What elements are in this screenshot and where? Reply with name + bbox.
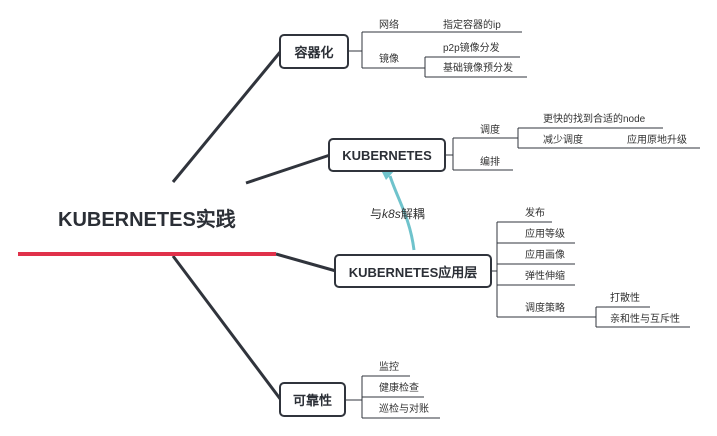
relationship-label-prefix: 与 xyxy=(370,207,383,221)
root-title: KUBERNETES实践 xyxy=(58,209,236,231)
branch-app-layer[interactable]: KUBERNETES应用层 xyxy=(334,254,492,288)
node-scheduling[interactable]: 调度 xyxy=(480,125,500,136)
node-assign-container-ip[interactable]: 指定容器的ip xyxy=(443,20,501,31)
node-health-check[interactable]: 健康检查 xyxy=(379,383,419,394)
connector-root-reliability xyxy=(171,255,283,401)
relationship-arrowhead xyxy=(381,170,395,180)
node-spread[interactable]: 打散性 xyxy=(610,293,640,304)
relationship-label[interactable]: 与k8s解耦 xyxy=(370,205,425,222)
connector-root-kubernetes xyxy=(245,153,331,185)
root-underline xyxy=(18,252,276,256)
node-app-level[interactable]: 应用等级 xyxy=(525,229,565,240)
node-app-profile[interactable]: 应用画像 xyxy=(525,250,565,261)
node-base-image-predistribution[interactable]: 基础镜像预分发 xyxy=(443,63,513,74)
node-monitoring[interactable]: 监控 xyxy=(379,362,399,373)
relationship-curve xyxy=(388,175,416,251)
relationship-label-em: k8s xyxy=(382,207,401,221)
node-reduce-scheduling[interactable]: 减少调度 xyxy=(543,135,583,146)
branch-containerization[interactable]: 容器化 xyxy=(279,34,349,69)
node-find-node-faster[interactable]: 更快的找到合适的node xyxy=(543,114,646,125)
node-inspection-reconciliation[interactable]: 巡检与对账 xyxy=(379,404,429,415)
relationship-label-suffix: 解耦 xyxy=(400,207,425,221)
node-image[interactable]: 镜像 xyxy=(379,54,399,65)
connector-root-app-layer xyxy=(275,252,337,273)
kubernetes-lines xyxy=(446,127,700,171)
node-orchestration[interactable]: 编排 xyxy=(480,157,500,168)
containerization-lines xyxy=(349,31,527,78)
app-layer-lines xyxy=(492,221,690,328)
node-network[interactable]: 网络 xyxy=(379,20,399,31)
node-p2p-image-distribution[interactable]: p2p镜像分发 xyxy=(443,43,500,54)
branch-reliability[interactable]: 可靠性 xyxy=(279,382,346,417)
branch-kubernetes[interactable]: KUBERNETES xyxy=(328,138,446,172)
node-scheduling-strategy[interactable]: 调度策略 xyxy=(525,303,565,314)
node-release[interactable]: 发布 xyxy=(525,208,545,219)
node-autoscaling[interactable]: 弹性伸缩 xyxy=(525,271,565,282)
reliability-lines xyxy=(346,375,440,419)
node-in-place-upgrade[interactable]: 应用原地升级 xyxy=(627,135,687,146)
connector-root-containerization xyxy=(171,50,283,183)
node-affinity-anti-affinity[interactable]: 亲和性与互斥性 xyxy=(610,314,680,325)
